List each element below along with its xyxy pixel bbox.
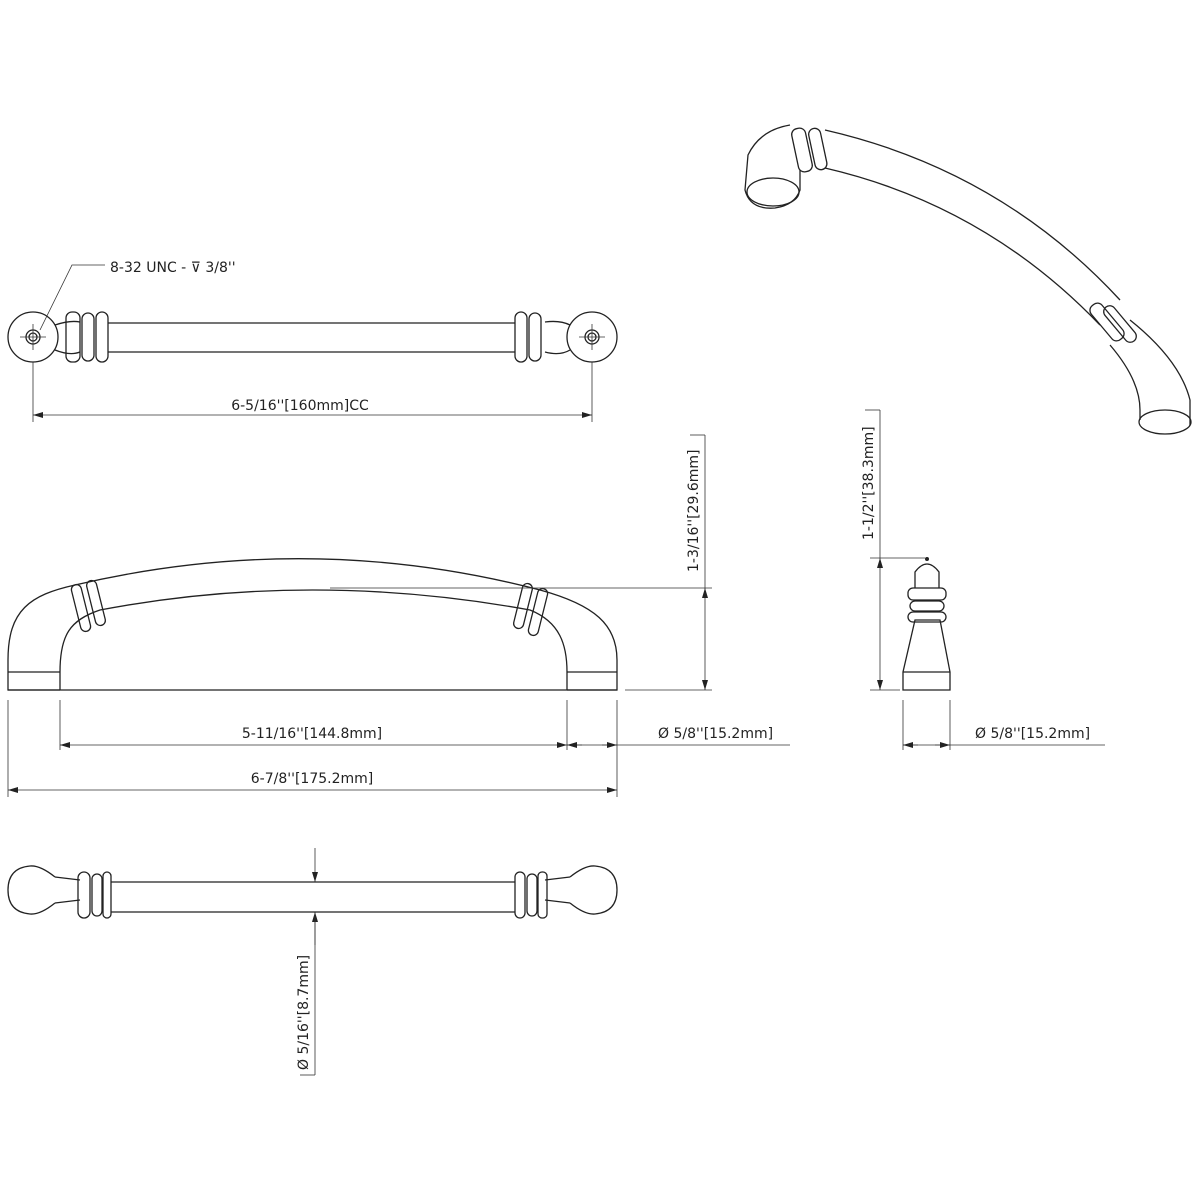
- isometric-view: [744, 124, 1192, 435]
- front-foot-diameter-dimension: Ø 5/8''[15.2mm]: [658, 726, 773, 742]
- bottom-view: Ø 5/16''[8.7mm]: [7, 848, 618, 1076]
- overall-height-dimension: 1-1/2''[38.3mm]: [861, 426, 877, 540]
- overall-length-dimension: 6-7/8''[175.2mm]: [251, 771, 373, 787]
- bar-diameter-dimension: Ø 5/16''[8.7mm]: [296, 955, 312, 1070]
- top-view: 8-32 UNC - ⊽ 3/8'' 6-5/16''[160mm]CC: [7, 260, 618, 422]
- side-view: 1-1/2''[38.3mm] Ø 5/8''[15.2mm]: [861, 409, 1105, 750]
- thread-callout: 8-32 UNC - ⊽ 3/8'': [110, 260, 236, 276]
- side-foot-diameter-dimension: Ø 5/8''[15.2mm]: [975, 726, 1090, 742]
- front-view: 1-3/16''[29.6mm] 5-11/16''[144.8mm] Ø 5/…: [7, 434, 790, 797]
- center-to-center-dimension: 6-5/16''[160mm]CC: [231, 398, 369, 414]
- projection-height-dimension: 1-3/16''[29.6mm]: [686, 450, 702, 572]
- inner-length-dimension: 5-11/16''[144.8mm]: [242, 726, 382, 742]
